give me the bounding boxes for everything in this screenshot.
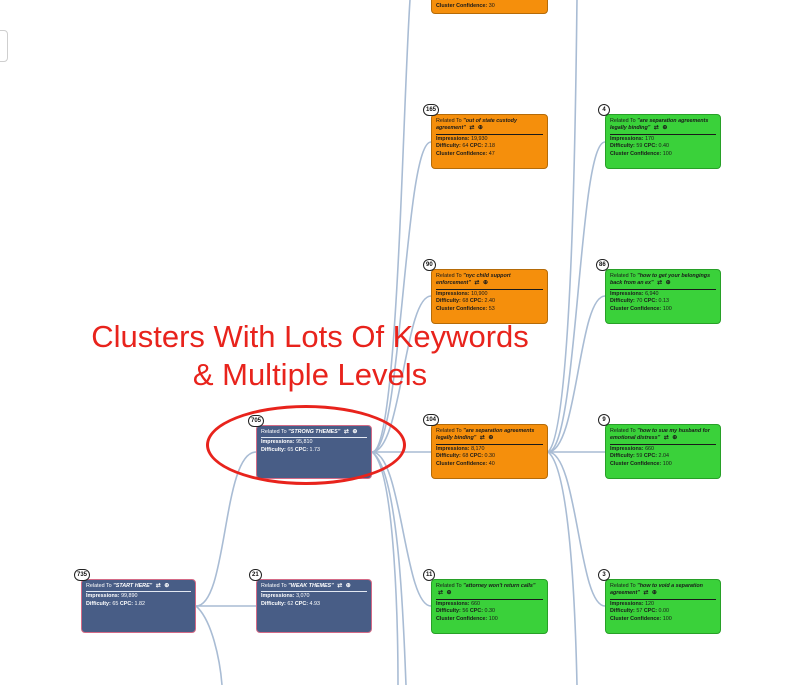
link-icon[interactable]: ⇄	[653, 125, 659, 132]
cluster-node-out-of-state-custody[interactable]: Related To "out of state custody agreeme…	[431, 114, 548, 169]
expand-icon[interactable]: ⊕	[164, 583, 170, 589]
expand-icon[interactable]: ⊕	[651, 590, 657, 597]
edge-strong-down-1	[371, 451, 399, 685]
cluster-node-void-agreement[interactable]: Related To "how to void a separation agr…	[605, 579, 721, 634]
expand-icon[interactable]: ⊕	[345, 583, 351, 589]
link-icon[interactable]: ⇄	[469, 125, 475, 132]
expand-icon[interactable]: ⊕	[662, 125, 668, 132]
edge-strong-down-2	[371, 451, 407, 685]
annotation-caption: Clusters With Lots Of Keywords & Multipl…	[20, 318, 600, 394]
edge-start-down	[195, 605, 223, 685]
annotation-line-2: & Multiple Levels	[192, 357, 428, 392]
keyword-count-badge: 11	[423, 569, 436, 581]
link-icon[interactable]: ⇄	[155, 583, 161, 589]
edge-sep-to-binding	[547, 141, 606, 453]
edge-sep-to-belongings	[547, 295, 606, 453]
keyword-count-badge: 4	[598, 104, 610, 116]
link-icon[interactable]: ⇄	[479, 435, 485, 442]
link-icon[interactable]: ⇄	[663, 435, 669, 442]
expand-icon[interactable]: ⊕	[672, 435, 678, 442]
keyword-count-badge: 9	[598, 414, 610, 426]
keyword-count-badge: 735	[74, 569, 91, 581]
keyword-count-badge: 90	[423, 259, 436, 271]
expand-icon[interactable]: ⊕	[488, 435, 494, 442]
keyword-count-badge: 21	[249, 569, 262, 581]
cluster-node-sue-husband[interactable]: Related To "how to sue my husband for em…	[605, 424, 721, 479]
cluster-node-attorney-calls[interactable]: Related To "attorney won't return calls"…	[431, 579, 548, 634]
edge-sep-up	[547, 0, 578, 453]
cluster-node-start-here[interactable]: Related To "START HERE" ⇄ ⊕ Impressions:…	[81, 579, 196, 633]
cluster-node-nyc-child-support[interactable]: Related To "nyc child support enforcemen…	[431, 269, 548, 324]
keyword-count-badge: 165	[423, 104, 440, 116]
link-icon[interactable]: ⇄	[657, 280, 663, 287]
annotation-line-1: Clusters With Lots Of Keywords	[91, 319, 529, 354]
annotation-highlight-oval	[206, 405, 406, 485]
expand-icon[interactable]: ⊕	[482, 280, 488, 287]
expand-icon[interactable]: ⊕	[446, 590, 452, 597]
edge-sep-to-void	[547, 451, 606, 607]
keyword-count-badge: 104	[423, 414, 440, 426]
keyword-count-badge: 86	[596, 259, 609, 271]
cluster-node-separation-binding[interactable]: Related To "are separation agreements le…	[431, 424, 548, 479]
cluster-node-top-partial[interactable]: Cluster Confidence: 30	[431, 0, 548, 14]
cluster-node-belongings-back[interactable]: Related To "how to get your belongings b…	[605, 269, 721, 324]
cluster-node-weak-themes[interactable]: Related To "WEAK THEMES" ⇄ ⊕ Impressions…	[256, 579, 372, 633]
edge-sep-down	[547, 451, 578, 685]
cluster-node-agreements-binding[interactable]: Related To "are separation agreements le…	[605, 114, 721, 169]
panel-edge-tab[interactable]	[0, 30, 8, 62]
link-icon[interactable]: ⇄	[337, 583, 343, 589]
expand-icon[interactable]: ⊕	[665, 280, 671, 287]
link-icon[interactable]: ⇄	[643, 590, 649, 597]
link-icon[interactable]: ⇄	[474, 280, 480, 287]
expand-icon[interactable]: ⊕	[477, 125, 483, 132]
link-icon[interactable]: ⇄	[438, 590, 444, 597]
keyword-count-badge: 3	[598, 569, 610, 581]
